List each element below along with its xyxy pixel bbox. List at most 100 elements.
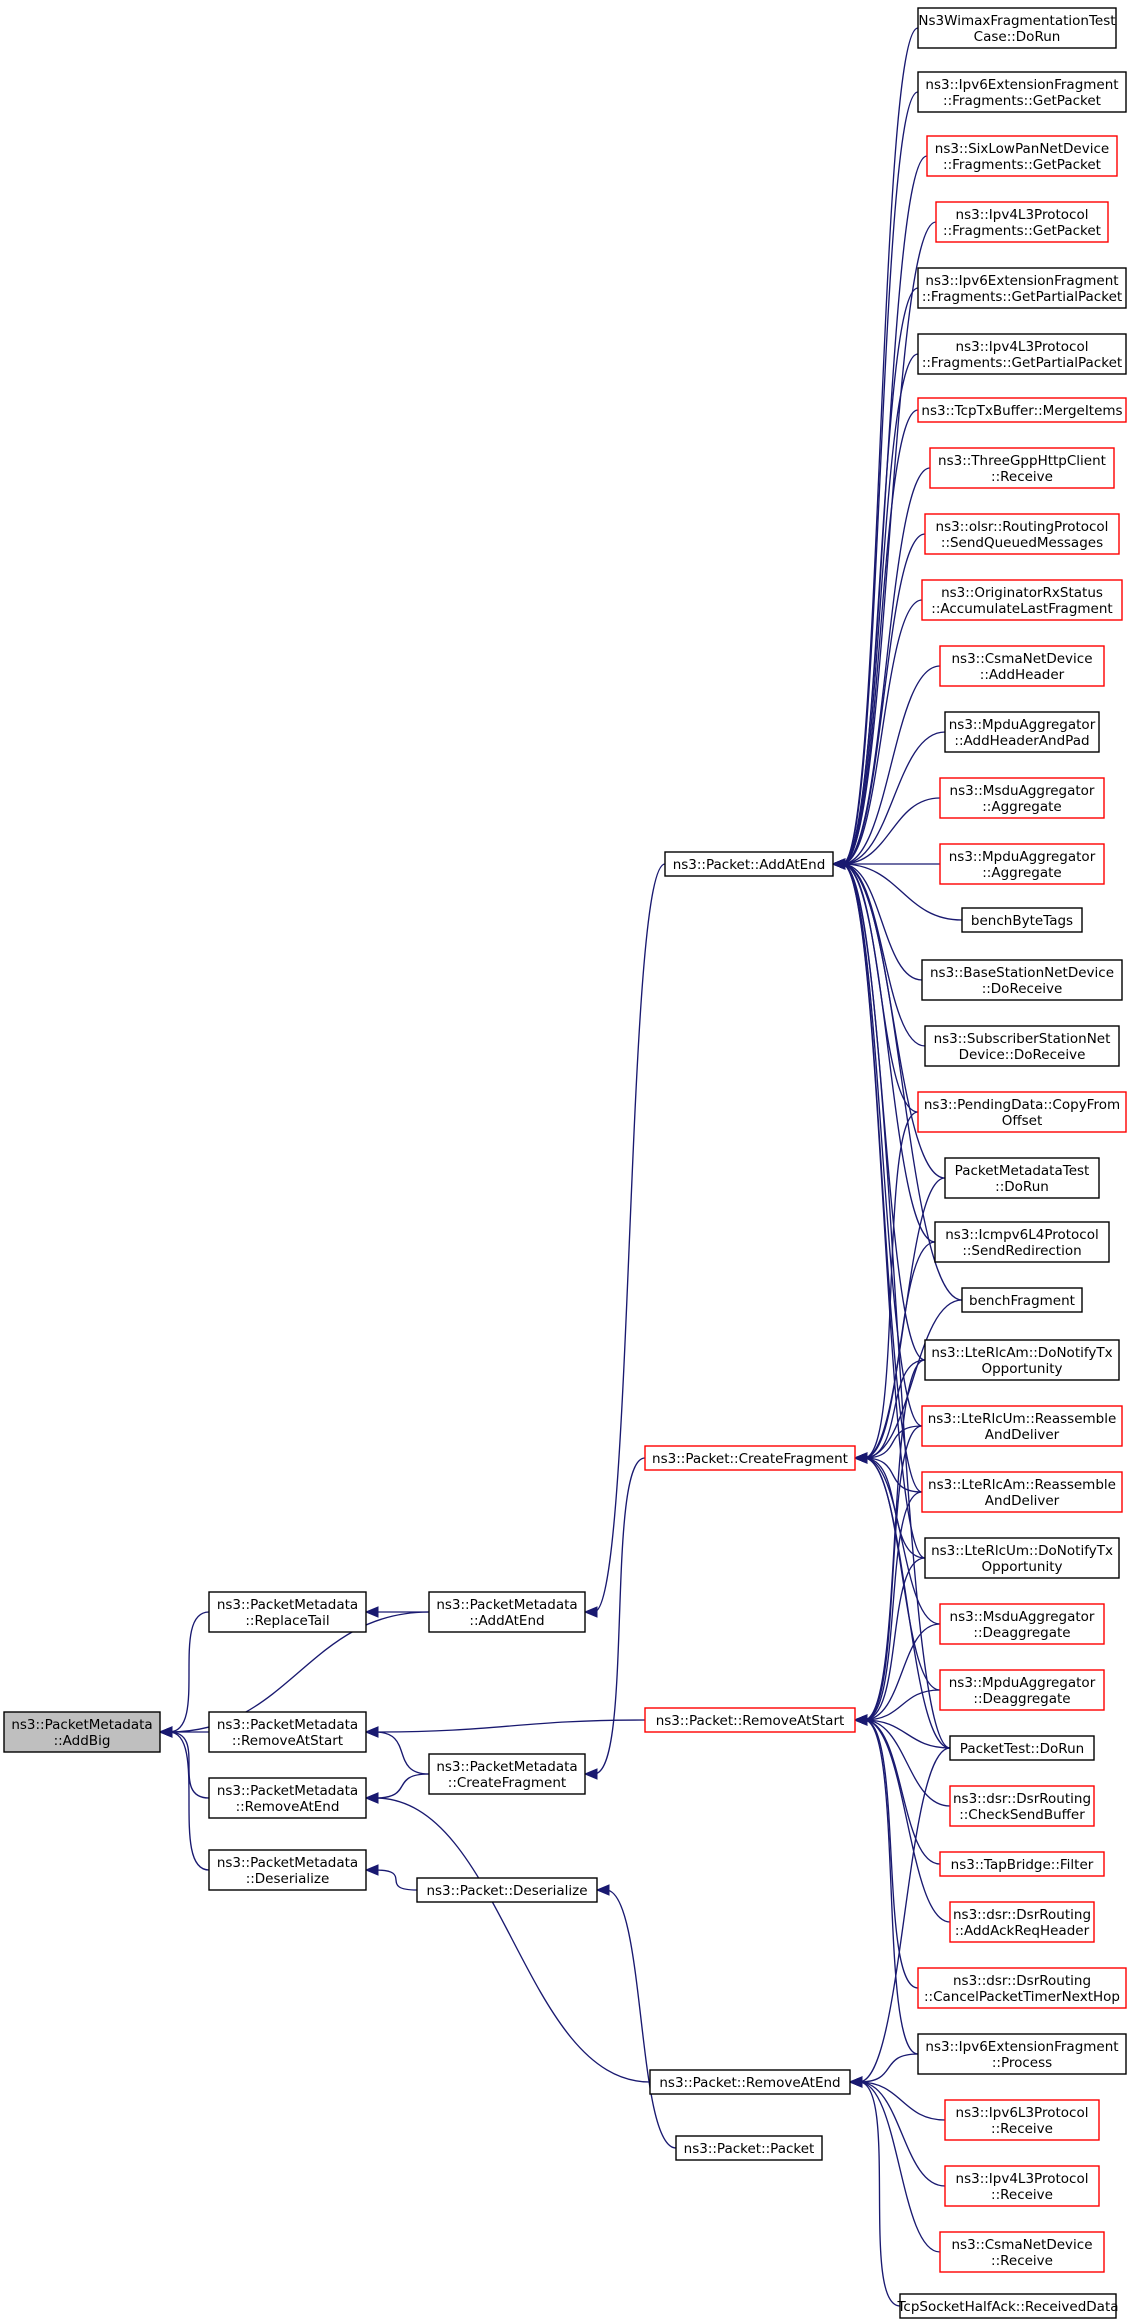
edge-line: [863, 1623, 941, 1721]
node-r-msdu-agg[interactable]: ns3::MsduAggregator::Aggregate: [939, 777, 1105, 819]
edge-line: [863, 1557, 926, 1721]
edge-line: [168, 1731, 210, 1799]
edge-line: [863, 1457, 941, 1625]
node-r-ipv6frag-partial[interactable]: ns3::Ipv6ExtensionFragment::Fragments::G…: [917, 267, 1127, 309]
node-box: [939, 1669, 1105, 1711]
node-p-createfragment[interactable]: ns3::Packet::CreateFragment: [644, 1445, 856, 1471]
node-r-tcphalf[interactable]: TcpSocketHalfAck::ReceivedData: [896, 2293, 1119, 2319]
node-label-line: benchByteTags: [971, 913, 1073, 929]
edge-line: [863, 1689, 941, 1721]
node-label-line: Opportunity: [981, 1559, 1062, 1575]
edge-line: [863, 1719, 941, 1865]
node-r-mpdu-agg[interactable]: ns3::MpduAggregator::Aggregate: [939, 843, 1105, 885]
node-r-ipv6l3-recv[interactable]: ns3::Ipv6L3Protocol::Receive: [944, 2099, 1100, 2141]
node-r-olsr[interactable]: ns3::olsr::RoutingProtocol::SendQueuedMe…: [924, 513, 1120, 555]
node-r-threegpp[interactable]: ns3::ThreeGppHttpClient::Receive: [929, 447, 1115, 489]
node-label-line: ns3::PendingData::CopyFrom: [924, 1097, 1120, 1113]
node-p-removeatend[interactable]: ns3::Packet::RemoveAtEnd: [649, 2069, 851, 2095]
node-label-line: ::RemoveAtStart: [232, 1733, 343, 1749]
node-pm-addatend[interactable]: ns3::PacketMetadata::AddAtEnd: [428, 1591, 586, 1633]
node-box: [944, 2165, 1100, 2207]
edge-line: [858, 2081, 946, 2187]
node-label-line: ::Aggregate: [982, 799, 1061, 815]
node-r-csma-recv[interactable]: ns3::CsmaNetDevice::Receive: [939, 2231, 1105, 2273]
node-r-msdu-deagg[interactable]: ns3::MsduAggregator::Deaggregate: [939, 1603, 1105, 1645]
node-label-line: ns3::TapBridge::Filter: [951, 1857, 1094, 1873]
edge-line: [605, 1889, 677, 2149]
node-r-ipv4l3frag-get[interactable]: ns3::Ipv4L3Protocol::Fragments::GetPacke…: [935, 201, 1109, 243]
node-r-originator[interactable]: ns3::OriginatorRxStatus::AccumulateLastF…: [921, 579, 1123, 621]
node-label-line: ::Fragments::GetPartialPacket: [922, 289, 1122, 305]
node-r-ipv4l3-recv[interactable]: ns3::Ipv4L3Protocol::Receive: [944, 2165, 1100, 2207]
node-label-line: ns3::Ipv6L3Protocol: [956, 2105, 1089, 2121]
node-r-subscriber[interactable]: ns3::SubscriberStationNetDevice::DoRecei…: [924, 1025, 1120, 1067]
node-p-addatend[interactable]: ns3::Packet::AddAtEnd: [664, 851, 834, 877]
node-label-line: ::AccumulateLastFragment: [931, 601, 1112, 617]
node-r-mpdu-addhdr[interactable]: ns3::MpduAggregator::AddHeaderAndPad: [944, 711, 1100, 753]
edge-arrowhead: [853, 1714, 868, 1726]
node-r-sixlowpan[interactable]: ns3::SixLowPanNetDevice::Fragments::GetP…: [926, 135, 1118, 177]
node-p-packet[interactable]: ns3::Packet::Packet: [675, 2135, 823, 2161]
node-label-line: ns3::TcpTxBuffer::MergeItems: [921, 403, 1122, 419]
edge-line: [841, 797, 941, 865]
node-r-icmpv6[interactable]: ns3::Icmpv6L4Protocol::SendRedirection: [934, 1221, 1110, 1263]
node-r-tcptx[interactable]: ns3::TcpTxBuffer::MergeItems: [917, 397, 1127, 423]
node-label-line: Case::DoRun: [974, 29, 1061, 45]
node-r-benchbyte[interactable]: benchByteTags: [961, 907, 1083, 933]
edge-line: [863, 1491, 923, 1721]
node-label-line: benchFragment: [969, 1293, 1075, 1309]
node-p-removeatstart[interactable]: ns3::Packet::RemoveAtStart: [644, 1707, 856, 1733]
edge-r_subscriber-to-p_addatend: [831, 858, 926, 1047]
node-box: [924, 1339, 1120, 1381]
node-r-ipv6ext-process[interactable]: ns3::Ipv6ExtensionFragment::Process: [917, 2033, 1127, 2075]
node-pm-removeatstart[interactable]: ns3::PacketMetadata::RemoveAtStart: [208, 1711, 367, 1753]
node-r-dsr-check[interactable]: ns3::dsr::DsrRouting::CheckSendBuffer: [949, 1785, 1095, 1827]
node-box: [428, 1591, 586, 1633]
edge-r_ipv4l3_recv-to-p_removeatend: [848, 2076, 946, 2187]
node-label-line: ::RemoveAtEnd: [236, 1799, 340, 1815]
node-r-ipv6frag-get[interactable]: ns3::Ipv6ExtensionFragment::Fragments::G…: [917, 71, 1127, 113]
node-box: [917, 1967, 1127, 2009]
node-label-line: ns3::Packet::Deserialize: [426, 1883, 587, 1899]
node-r-csma-add[interactable]: ns3::CsmaNetDevice::AddHeader: [939, 645, 1105, 687]
node-pm-removeatend[interactable]: ns3::PacketMetadata::RemoveAtEnd: [208, 1777, 367, 1819]
node-r-dsr-cancel[interactable]: ns3::dsr::DsrRouting::CancelPacketTimerN…: [917, 1967, 1127, 2009]
node-r-benchfrag[interactable]: benchFragment: [961, 1287, 1083, 1313]
node-label-line: ns3::Packet::RemoveAtEnd: [659, 2075, 840, 2091]
node-p-deserialize[interactable]: ns3::Packet::Deserialize: [416, 1877, 598, 1903]
node-label-line: ns3::OriginatorRxStatus: [941, 585, 1103, 601]
node-label-line: ns3::CsmaNetDevice: [951, 651, 1092, 667]
node-label-line: ::Receive: [991, 2187, 1053, 2203]
node-box: [961, 1287, 1083, 1313]
node-label-line: ns3::dsr::DsrRouting: [953, 1907, 1091, 1923]
node-r-packettest[interactable]: PacketTest::DoRun: [949, 1735, 1095, 1761]
edge-r_threegpp-to-p_addatend: [831, 467, 931, 870]
node-pm-replacetail[interactable]: ns3::PacketMetadata::ReplaceTail: [208, 1591, 367, 1633]
node-r-ipv4l3frag-partial[interactable]: ns3::Ipv4L3Protocol::Fragments::GetParti…: [917, 333, 1127, 375]
edge-r_basestation-to-p_addatend: [831, 858, 923, 981]
node-box: [208, 1849, 367, 1891]
node-pm-deserialize[interactable]: ns3::PacketMetadata::Deserialize: [208, 1849, 367, 1891]
node-r-basestation[interactable]: ns3::BaseStationNetDevice::DoReceive: [921, 959, 1123, 1001]
node-box: [926, 135, 1118, 177]
node-pm-createfragment[interactable]: ns3::PacketMetadata::CreateFragment: [428, 1753, 586, 1795]
edge-line: [374, 1797, 651, 2083]
node-label-line: ns3::LteRlcUm::DoNotifyTx: [931, 1543, 1113, 1559]
node-box: [939, 843, 1105, 885]
node-r-mpdu-deagg[interactable]: ns3::MpduAggregator::Deaggregate: [939, 1669, 1105, 1711]
node-label-line: ::Deserialize: [246, 1871, 330, 1887]
node-label-line: ns3::CsmaNetDevice: [951, 2237, 1092, 2253]
node-label-line: ns3::Ipv6ExtensionFragment: [925, 77, 1118, 93]
node-r-tapbridge[interactable]: ns3::TapBridge::Filter: [939, 1851, 1105, 1877]
node-r-dsr-ack[interactable]: ns3::dsr::DsrRouting::AddAckReqHeader: [949, 1901, 1095, 1943]
node-r-pmtest[interactable]: PacketMetadataTest::DoRun: [944, 1157, 1100, 1199]
node-box: [944, 1157, 1100, 1199]
node-label-line: ::AddBig: [54, 1733, 111, 1749]
